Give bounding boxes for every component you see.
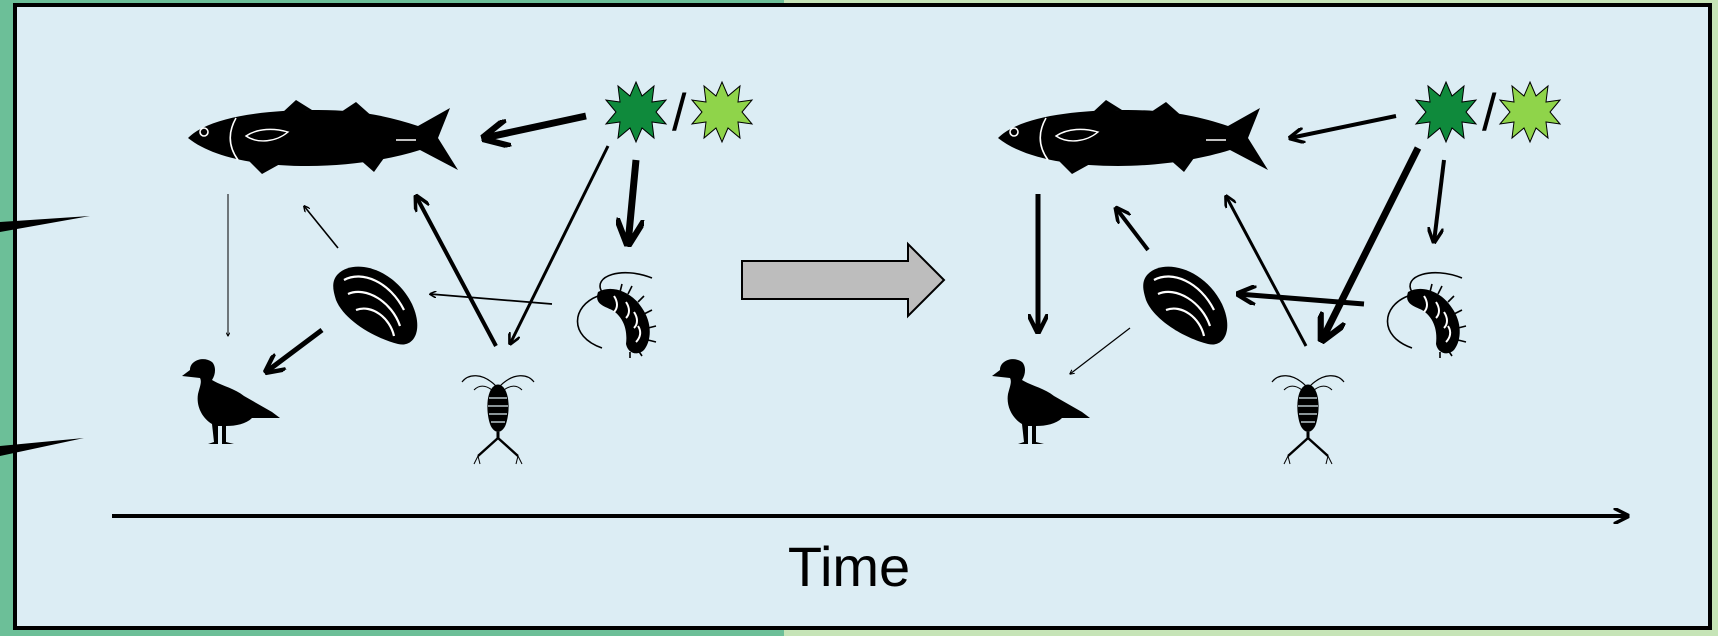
seabird-icon (182, 359, 280, 444)
copepod-icon (1272, 376, 1344, 464)
mussel-icon (1143, 267, 1227, 345)
arrow-phyto-fish (1290, 116, 1396, 138)
phytoplankton-dark-icon (1416, 82, 1476, 142)
transition-arrow (742, 244, 944, 316)
separator: / (672, 84, 687, 142)
phytoplankton-dark-icon (606, 82, 666, 142)
arrow-copepod-fish (1226, 196, 1306, 346)
arrow-copepod-fish (416, 196, 496, 346)
arrow-mussel-bird (266, 330, 322, 372)
time-axis-label: Time (788, 535, 910, 598)
fish-icon (188, 100, 458, 174)
phytoplankton-light-icon (1500, 82, 1560, 142)
phytoplankton-light-icon (692, 82, 752, 142)
shrimp-icon (1388, 273, 1467, 358)
arrow-phyto-shrimp (628, 160, 636, 244)
arrow-phyto-shrimp (1434, 160, 1444, 242)
fish-icon (998, 100, 1268, 174)
arrow-mussel-bird (1070, 328, 1130, 374)
food-web-after: / (992, 82, 1560, 464)
arrow-phyto-copepod (1322, 148, 1418, 340)
arrow-phyto-copepod (510, 146, 608, 344)
food-web-before: / (182, 82, 752, 464)
copepod-icon (462, 376, 534, 464)
separator: / (1482, 84, 1497, 142)
arrow-mussel-fish (304, 206, 338, 248)
arrow-phyto-fish (484, 116, 586, 138)
edge-line-bottom (0, 438, 84, 456)
edge-line-top (0, 216, 90, 232)
seabird-icon (992, 359, 1090, 444)
mussel-icon (333, 267, 417, 345)
shrimp-icon (578, 273, 657, 358)
arrow-mussel-fish (1116, 208, 1148, 250)
